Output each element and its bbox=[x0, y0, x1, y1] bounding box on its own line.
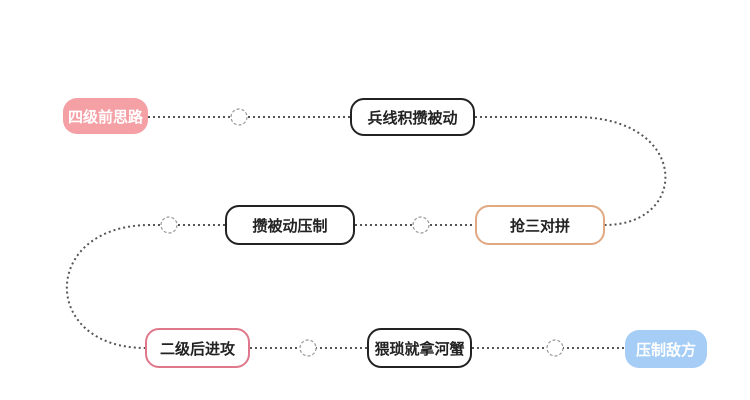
node-3: 攒被动压制 bbox=[225, 205, 355, 245]
node-start: 四级前思路 bbox=[63, 98, 148, 134]
node-4: 二级后进攻 bbox=[145, 328, 250, 368]
joint-dot bbox=[230, 108, 248, 126]
node-end: 压制敌方 bbox=[625, 330, 707, 368]
connector-row1-to-n1 bbox=[475, 116, 667, 226]
joint-dot bbox=[412, 216, 430, 234]
node-2: 抢三对拼 bbox=[475, 205, 605, 245]
node-1: 兵线积攒被动 bbox=[350, 98, 475, 136]
joint-dot bbox=[160, 216, 178, 234]
connector-row2-left bbox=[65, 224, 225, 349]
node-5: 猥琐就拿河蟹 bbox=[367, 328, 472, 368]
joint-dot bbox=[299, 339, 317, 357]
joint-dot bbox=[546, 339, 564, 357]
